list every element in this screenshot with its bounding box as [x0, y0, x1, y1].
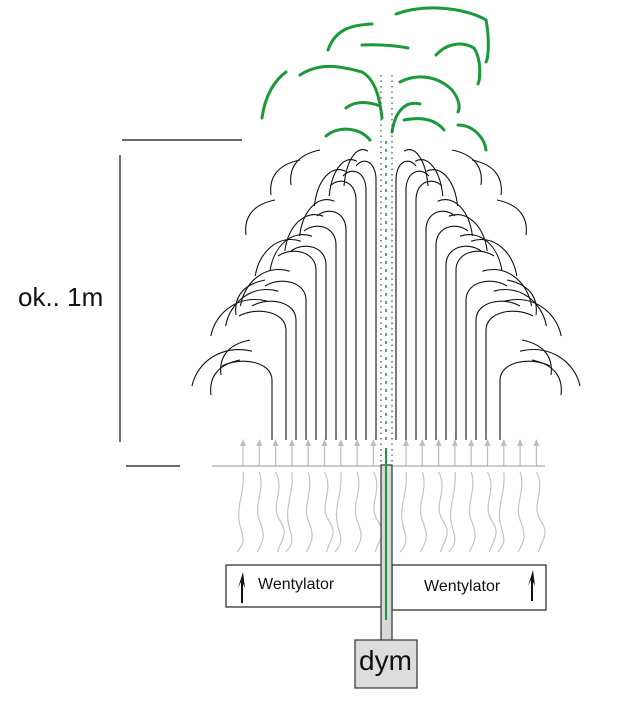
plume-line	[445, 234, 503, 440]
arrow-head-icon	[435, 439, 442, 446]
plume-line	[465, 269, 533, 440]
plume-lines	[191, 149, 581, 440]
arrow-head-icon	[468, 439, 475, 446]
plume-line	[191, 349, 273, 440]
plume-line	[405, 159, 444, 440]
smoke-curve	[324, 127, 372, 142]
plume-line	[269, 234, 327, 440]
plume-curl	[220, 339, 251, 376]
plume-line	[415, 169, 459, 440]
arrow-head-icon	[451, 439, 458, 446]
arrow-head-icon	[256, 439, 263, 446]
plume-curl	[451, 149, 482, 186]
arrow-head-icon	[305, 439, 312, 446]
arrow-head-icon	[419, 439, 426, 446]
smoke-curves	[260, 6, 490, 152]
airflow-wave	[399, 471, 407, 553]
plume-line	[455, 239, 518, 440]
airflow-wave	[236, 471, 244, 553]
airflow-wave	[486, 471, 497, 553]
airflow-wave	[517, 471, 525, 553]
arrow-head-icon	[337, 439, 344, 446]
plume-curl	[471, 159, 502, 196]
plume-curl	[270, 159, 301, 196]
smoke-curve	[394, 6, 490, 64]
fan-right-label: Wentylator	[424, 578, 501, 595]
plume-curl	[506, 279, 537, 316]
arrow-head-icon	[533, 439, 540, 446]
plume-curl	[290, 149, 321, 186]
arrow-head-icon	[370, 439, 377, 446]
arrow-head-icon	[403, 439, 409, 446]
smoke-curve	[402, 117, 446, 132]
airflow-wave	[323, 471, 334, 553]
airflow-wave	[497, 471, 505, 553]
plume-line	[284, 214, 337, 440]
airflow-wave	[334, 471, 342, 553]
smoke-curve	[298, 64, 384, 120]
airflow-wave	[468, 471, 476, 553]
plume-line	[313, 169, 357, 440]
smoke-curve	[344, 101, 382, 110]
fan-box-right	[391, 564, 547, 611]
airflow-wave	[372, 471, 383, 553]
arrow-head-icon	[517, 439, 524, 446]
arrow-head-icon	[484, 439, 491, 446]
plume-curl	[496, 199, 527, 236]
arrow-head-icon	[354, 439, 361, 446]
plume-line	[343, 149, 377, 440]
arrow-up-icon	[238, 572, 245, 603]
airflow-wave	[285, 471, 293, 553]
plume-line	[254, 239, 317, 440]
plume-line	[485, 299, 562, 440]
airflow-wave	[354, 471, 362, 553]
smoke-generator-box	[354, 639, 418, 689]
airflow-wave	[535, 471, 546, 553]
plume-line	[425, 199, 473, 440]
smoke-curve	[434, 42, 482, 86]
airflow-wave	[305, 471, 313, 553]
airflow-wave	[419, 471, 427, 553]
arrow-head-icon	[321, 439, 328, 446]
airflow-wave	[275, 471, 285, 553]
smoke-curve	[398, 75, 461, 114]
plume-line	[395, 149, 429, 440]
plume-line	[475, 289, 547, 440]
smoke-curve	[360, 43, 410, 50]
plume-line	[435, 214, 488, 440]
height-scale	[119, 139, 242, 467]
plume-curl	[521, 339, 552, 376]
arrow-head-icon	[288, 439, 295, 446]
plume-line	[239, 269, 307, 440]
plume-line	[328, 159, 367, 440]
smoke-curve	[456, 123, 488, 152]
plume-line	[499, 349, 581, 440]
plume-line	[225, 289, 297, 440]
arrow-up-icon	[528, 570, 535, 601]
smoke-curve	[326, 22, 374, 52]
arrow-head-icon	[500, 439, 507, 446]
plume-line	[210, 299, 287, 440]
fan-box-left	[225, 564, 383, 608]
smoke-curve	[260, 70, 288, 120]
plume-curl	[210, 359, 241, 396]
plume-line	[299, 199, 347, 440]
plume-curl	[531, 359, 562, 396]
arrow-head-icon	[240, 439, 246, 446]
airflow-wave	[438, 471, 448, 553]
plume-curl	[235, 279, 266, 316]
airflow-wave	[256, 471, 264, 553]
height-label: ok.. 1m	[18, 282, 104, 312]
fan-left-label: Wentylator	[258, 576, 335, 593]
smoke-curve	[390, 101, 422, 134]
airflow-wave	[448, 471, 456, 553]
smoke-label: dym	[359, 645, 412, 676]
arrow-head-icon	[272, 439, 279, 446]
airflow-lines	[236, 439, 546, 553]
plume-curl	[245, 199, 276, 236]
